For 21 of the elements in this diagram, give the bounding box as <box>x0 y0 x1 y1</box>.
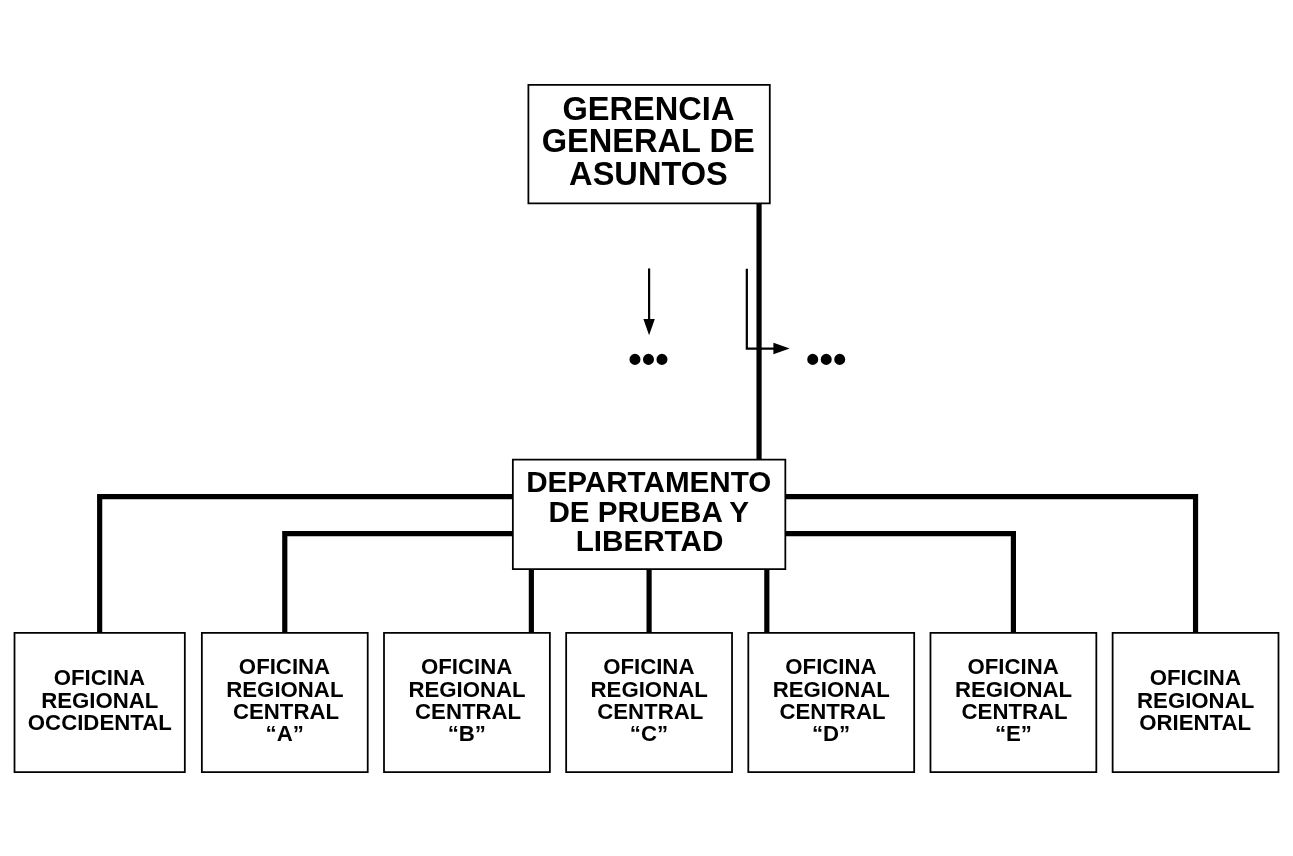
node-text: ••• <box>628 336 669 380</box>
node-box: OFICINA REGIONAL CENTRAL “E” <box>929 631 1098 773</box>
connector <box>282 530 513 633</box>
node-box: OFICINA REGIONAL OCCIDENTAL <box>13 631 186 773</box>
connector <box>764 568 770 632</box>
node-box: OFICINA REGIONAL ORIENTAL <box>1111 631 1280 773</box>
node-box: OFICINA REGIONAL CENTRAL “C” <box>565 631 733 773</box>
connector <box>97 493 513 633</box>
arrow <box>643 267 655 335</box>
node-box: OFICINA REGIONAL CENTRAL “B” <box>383 631 551 773</box>
connector <box>785 493 1199 633</box>
connector <box>785 530 1016 633</box>
connector <box>528 568 534 632</box>
node-box: GERENCIA GENERAL DE ASUNTOS <box>527 83 771 204</box>
node-text: ••• <box>806 336 847 380</box>
node-box: OFICINA REGIONAL CENTRAL “D” <box>747 631 916 773</box>
arrow <box>745 268 790 354</box>
node-box: DEPARTAMENTO DE PRUEBA Y LIBERTAD <box>511 458 787 570</box>
connector <box>756 203 762 459</box>
node-box: OFICINA REGIONAL CENTRAL “A” <box>200 631 369 773</box>
connector <box>646 568 652 632</box>
